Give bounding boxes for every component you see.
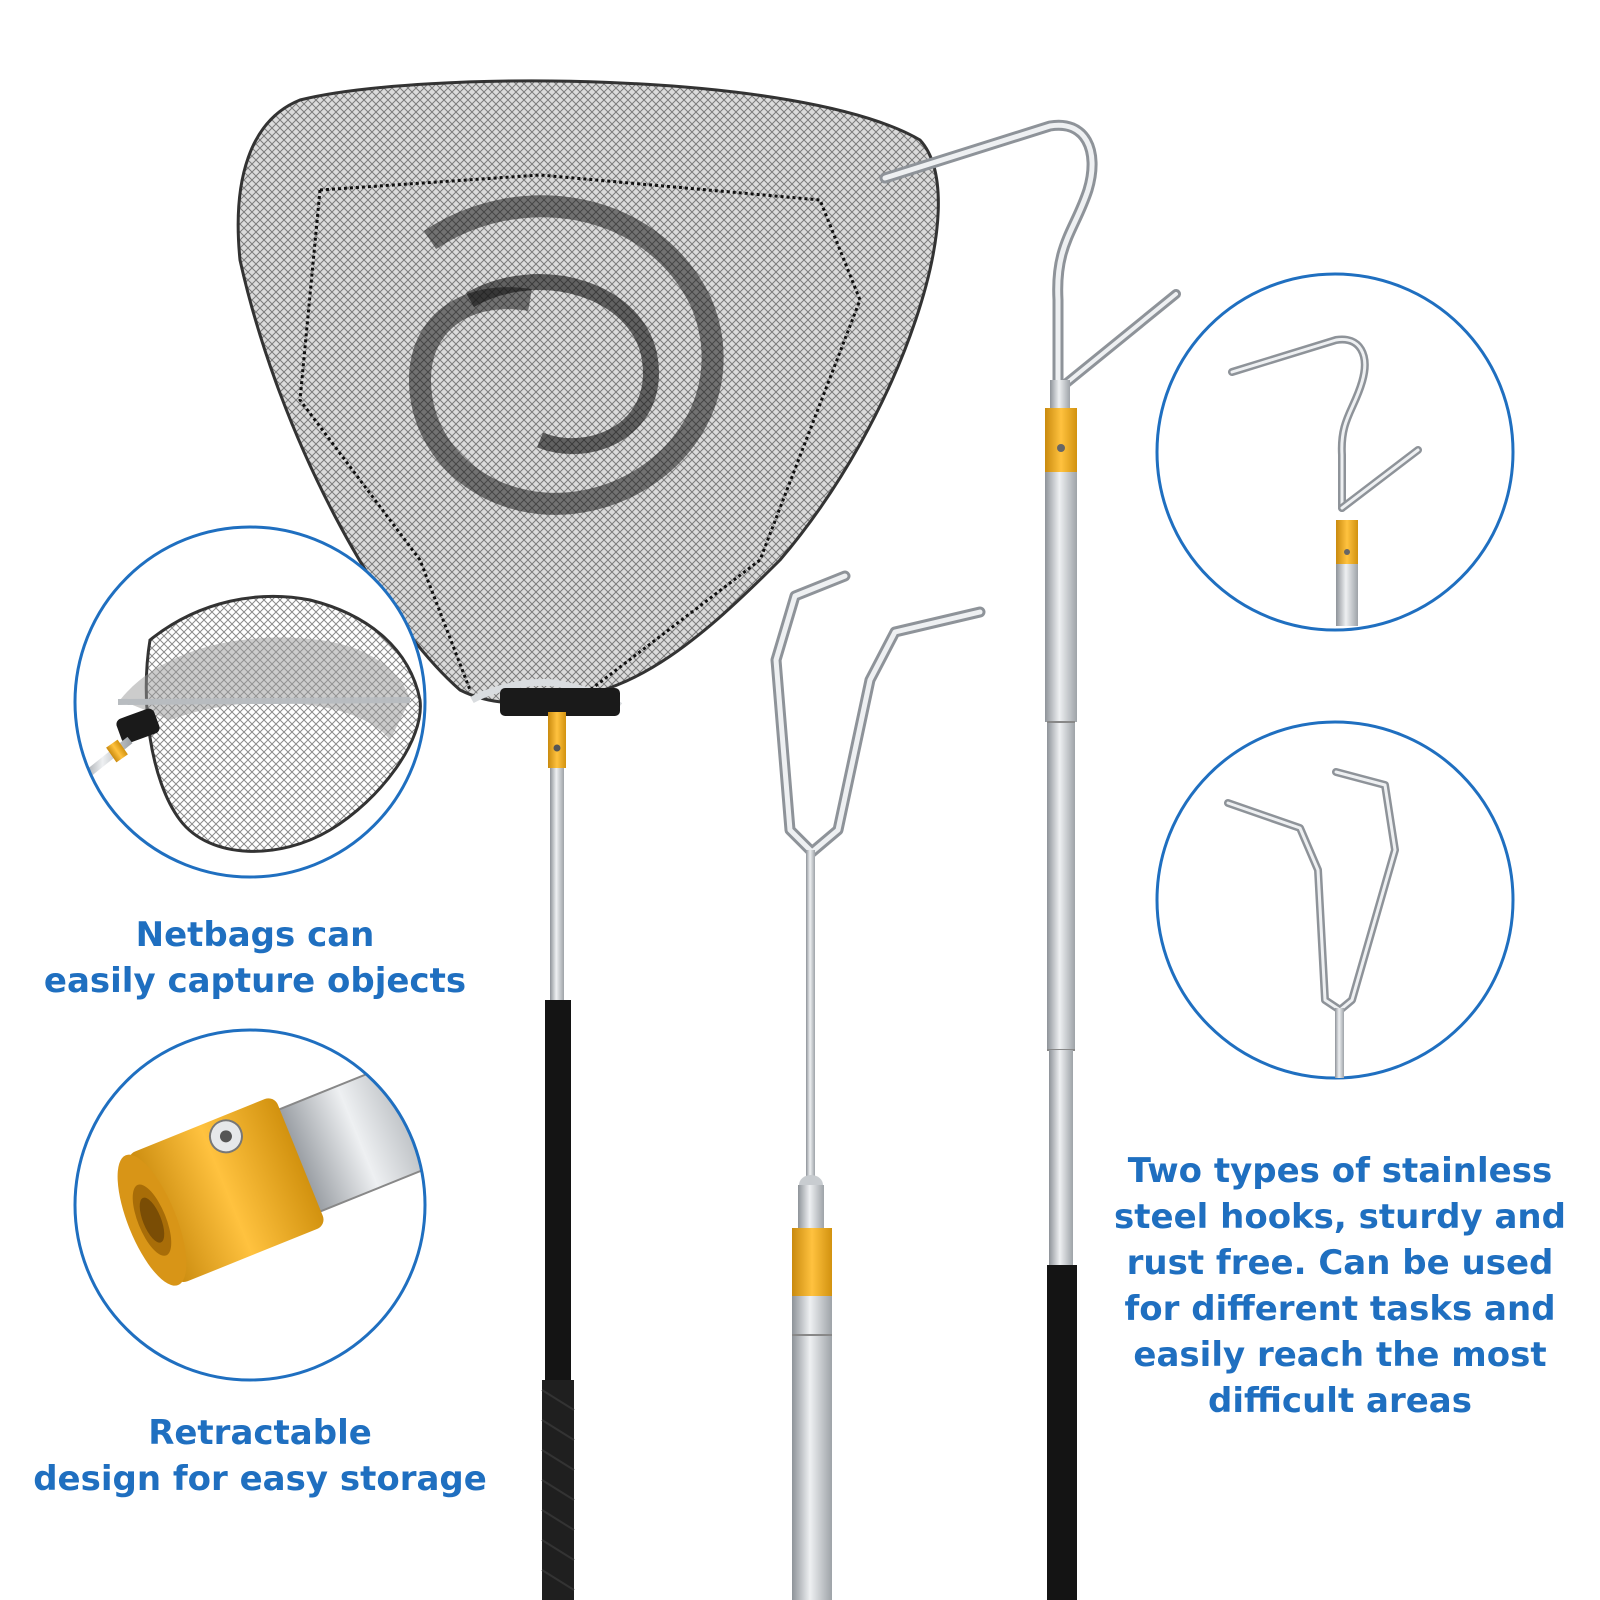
telescopic-steel-section [550,768,564,1000]
netbag-caption: Netbags can easily capture objects [43,915,467,1001]
net-bag [236,79,940,705]
hooks-caption: Two types of stainless steel hooks, stur… [1114,1151,1566,1421]
net-yoke [500,688,620,716]
retractable-joint-detail [73,1028,427,1382]
gold-collar [1045,408,1077,472]
fork-hook-detail [1155,720,1515,1080]
landing-net [236,79,940,1600]
fork-hook [770,570,986,1600]
black-handle [1047,1265,1077,1600]
gold-collar [792,1228,832,1296]
retractable-caption: Retractable design for easy storage [33,1413,487,1499]
gaff-hook [879,119,1181,1600]
gaff-hook-detail [1155,272,1515,632]
net-bag-detail [73,525,427,879]
gold-collar [548,712,566,768]
